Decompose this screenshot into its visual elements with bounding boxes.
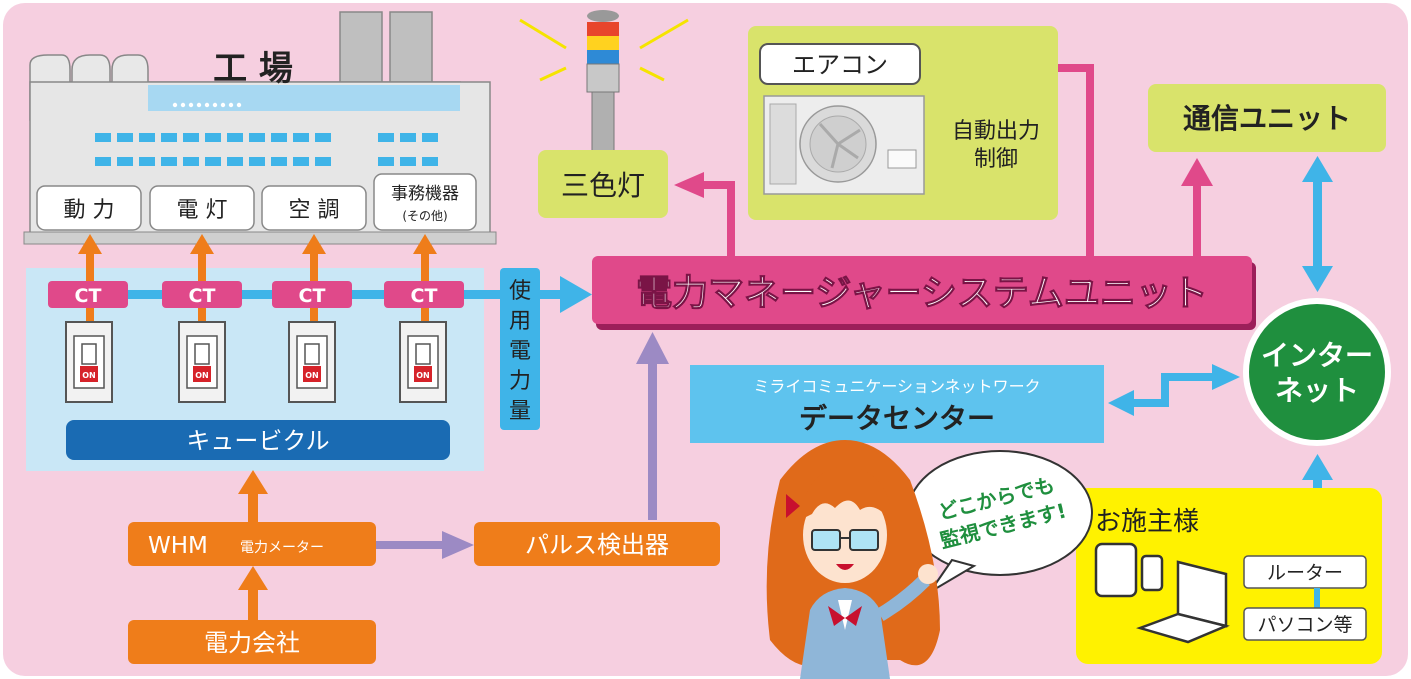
owner-label: お施主様 — [1095, 507, 1199, 537]
aircon-control-label: 自動出力 — [952, 119, 1040, 144]
usage-arrow-head — [560, 276, 592, 313]
svg-text:動 力: 動 力 — [64, 198, 115, 223]
svg-text:キュービクル: キュービクル — [186, 427, 329, 455]
load-box-hvac: 空 調 — [261, 185, 367, 231]
whm-meter-box: WHM 電力メーター — [128, 522, 376, 566]
laptop-icon — [1136, 560, 1230, 644]
svg-text:ネット: ネット — [1275, 374, 1359, 407]
breaker-switch: ON — [399, 321, 447, 403]
svg-text:通信ユニット: 通信ユニット — [1183, 102, 1351, 135]
svg-text:電 灯: 電 灯 — [177, 198, 228, 223]
phone-icon — [1140, 554, 1164, 592]
svg-text:ON: ON — [82, 371, 96, 380]
svg-text:電力マネージャーシステムユニット: 電力マネージャーシステムユニット — [636, 273, 1208, 314]
svg-text:ON: ON — [195, 371, 209, 380]
svg-text:三色灯: 三色灯 — [561, 169, 645, 202]
ct-sensor: CT — [162, 281, 242, 308]
usage-label: 使用電力量 — [500, 268, 540, 430]
svg-text:空 調: 空 調 — [289, 198, 340, 223]
svg-text:CT: CT — [189, 285, 216, 307]
svg-text:CT: CT — [411, 285, 438, 307]
ct-sensor: CT — [48, 281, 128, 308]
aircon-panel: エアコン 自動出力 制御 — [748, 26, 1058, 220]
ct-sensor: CT — [384, 281, 464, 308]
svg-text:電力メーター: 電力メーター — [240, 540, 324, 556]
breaker-switch: ON — [288, 321, 336, 403]
pulse-detector-box: パルス検出器 — [474, 522, 720, 566]
tablet-icon — [1094, 542, 1138, 598]
aircon-label: エアコン — [792, 51, 888, 79]
signal-light — [519, 10, 689, 153]
svg-text:データセンター: データセンター — [799, 402, 995, 435]
speech-bubble: どこからでも 監視できます! — [907, 450, 1093, 593]
breaker-switch: ON — [65, 321, 113, 403]
usage-label-text: 使用電力量 — [509, 279, 531, 424]
pc-box — [1243, 607, 1367, 641]
power-company-box: 電力会社 — [128, 620, 376, 664]
cubicle-label-bar: キュービクル — [66, 420, 450, 460]
system-unit-bar: 電力マネージャーシステムユニット — [592, 256, 1256, 330]
breaker-switch: ON — [178, 321, 226, 403]
owner-panel: お施主様 ルーター パソコン等 — [1076, 488, 1382, 664]
meter-arrows — [238, 470, 268, 620]
comm-unit-box: 通信ユニット — [1148, 84, 1386, 152]
svg-text:CT: CT — [75, 285, 102, 307]
svg-text:WHM: WHM — [148, 533, 208, 559]
load-box-office: 事務機器 (その他) — [373, 173, 477, 231]
svg-text:CT: CT — [299, 285, 326, 307]
svg-text:電力会社: 電力会社 — [204, 629, 300, 657]
internet-node: インター ネット — [1243, 298, 1391, 446]
character-illustration — [766, 440, 940, 679]
aircon-unit-illustration — [763, 95, 925, 195]
load-box-lighting: 電 灯 — [149, 185, 255, 231]
svg-text:ON: ON — [305, 371, 319, 380]
svg-text:(その他): (その他) — [402, 209, 447, 223]
svg-text:ミライコミュニケーションネットワーク: ミライコミュニケーションネットワーク — [753, 377, 1040, 396]
load-box-power: 動 力 — [36, 185, 142, 231]
svg-text:ON: ON — [416, 371, 430, 380]
datacenter-box: ミライコミュニケーションネットワーク データセンター — [690, 365, 1104, 443]
svg-text:インター: インター — [1261, 339, 1373, 372]
factory-title: 工 場 — [213, 49, 293, 89]
factory-windows — [95, 133, 438, 166]
ct-sensor: CT — [272, 281, 352, 308]
pulse-arrows — [376, 332, 669, 559]
svg-text:パソコン等: パソコン等 — [1257, 614, 1352, 636]
svg-text:パルス検出器: パルス検出器 — [525, 531, 669, 559]
svg-text:ルーター: ルーター — [1267, 562, 1343, 584]
network-arrows — [1108, 156, 1333, 562]
router-box — [1243, 555, 1367, 589]
svg-text:事務機器: 事務機器 — [391, 184, 459, 204]
signal-light-box: 三色灯 — [538, 150, 668, 218]
svg-text:制御: 制御 — [974, 147, 1018, 172]
